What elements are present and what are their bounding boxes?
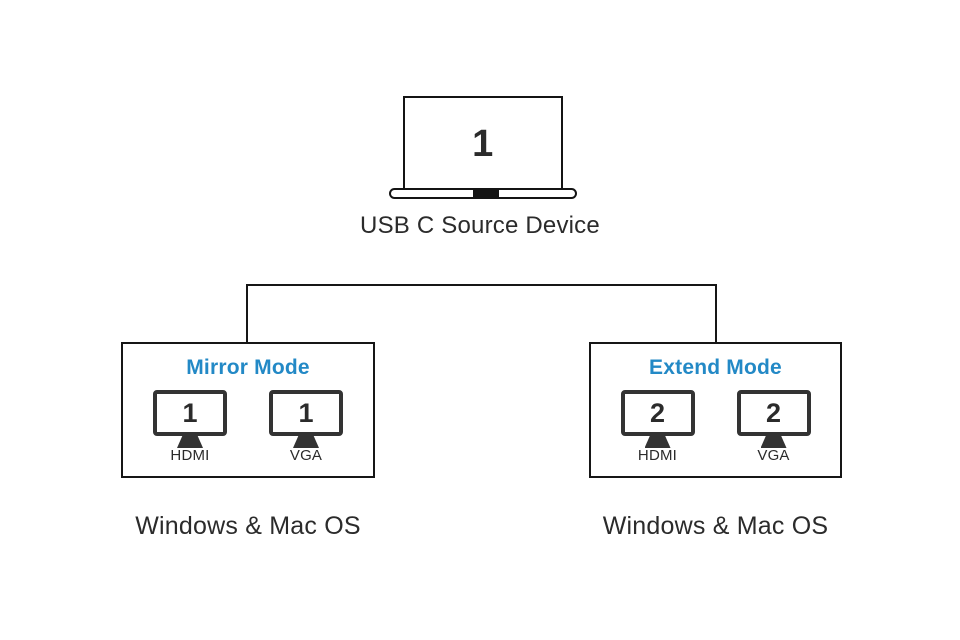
os-caption-mirror: Windows & Mac OS bbox=[135, 512, 361, 540]
output-mirror-hdmi: 1 HDMI bbox=[153, 390, 227, 464]
source-device-label: USB C Source Device bbox=[360, 212, 600, 239]
monitor-stand bbox=[293, 435, 319, 448]
monitor-stand bbox=[177, 435, 203, 448]
monitor-icon: 2 bbox=[736, 390, 811, 448]
port-label: HDMI bbox=[637, 447, 678, 464]
laptop-screen-value: 1 bbox=[472, 123, 494, 165]
monitor-screen: 2 bbox=[620, 390, 695, 436]
monitor-stand bbox=[644, 435, 671, 448]
monitor-screen: 2 bbox=[736, 390, 811, 436]
mode-box-extend: Extend Mode 2 HDMI 2 VGA bbox=[589, 342, 842, 478]
monitor-icon: 1 bbox=[153, 390, 227, 448]
monitor-screen-value: 1 bbox=[298, 397, 314, 428]
os-caption-extend: Windows & Mac OS bbox=[602, 512, 829, 540]
mode-title-mirror: Mirror Mode bbox=[186, 356, 310, 379]
monitor-screen-value: 2 bbox=[765, 397, 782, 428]
connector-path bbox=[246, 284, 717, 342]
output-mirror-vga: 1 VGA bbox=[269, 390, 343, 464]
laptop-icon: 1 bbox=[389, 96, 577, 199]
laptop-screen: 1 bbox=[403, 96, 563, 192]
port-label: VGA bbox=[289, 447, 323, 464]
mode-title-extend: Extend Mode bbox=[649, 356, 782, 379]
monitor-screen-value: 2 bbox=[649, 397, 666, 428]
output-row-mirror: 1 HDMI 1 VGA bbox=[123, 390, 373, 464]
monitor-stand bbox=[760, 435, 787, 448]
monitor-icon: 1 bbox=[269, 390, 343, 448]
monitor-screen: 1 bbox=[153, 390, 227, 436]
output-extend-hdmi: 2 HDMI bbox=[620, 390, 695, 464]
mode-box-mirror: Mirror Mode 1 HDMI 1 VGA bbox=[121, 342, 375, 478]
port-label: VGA bbox=[757, 447, 790, 464]
monitor-screen-value: 1 bbox=[182, 397, 198, 428]
monitor-icon: 2 bbox=[620, 390, 695, 448]
output-extend-vga: 2 VGA bbox=[736, 390, 811, 464]
port-label: HDMI bbox=[170, 447, 210, 464]
laptop-base-notch bbox=[473, 188, 499, 199]
output-row-extend: 2 HDMI 2 VGA bbox=[591, 390, 840, 464]
monitor-screen: 1 bbox=[269, 390, 343, 436]
